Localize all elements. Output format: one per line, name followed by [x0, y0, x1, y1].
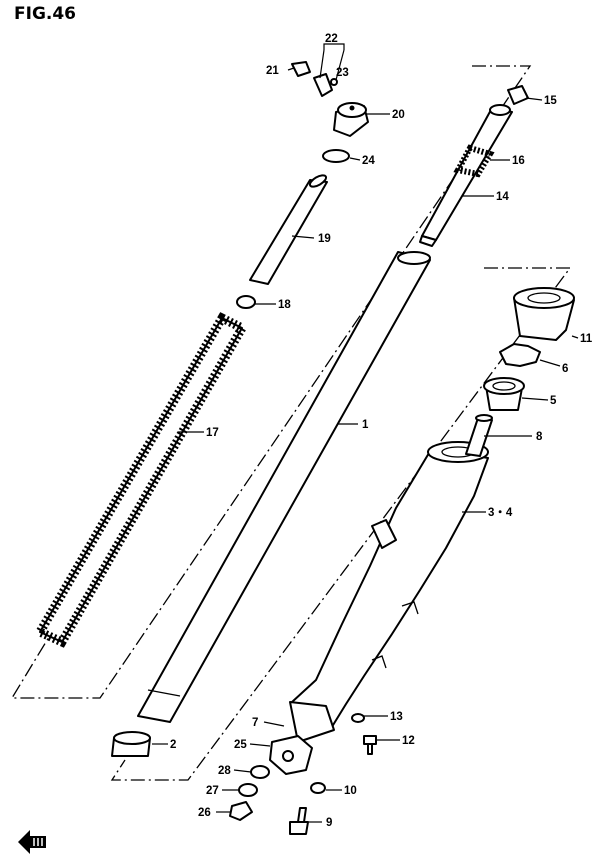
callout-16: 16: [512, 155, 525, 167]
fork-spring: [33, 312, 249, 648]
leader-lines: [152, 43, 579, 823]
callout-22: 22: [325, 33, 338, 45]
bolt-9: [289, 807, 309, 835]
washer-28: [250, 765, 270, 779]
spring-seat: [236, 295, 256, 309]
dust-seal: [513, 287, 575, 341]
callout-28: 28: [218, 765, 231, 777]
figure-title: FIG.46: [14, 4, 77, 24]
outer-tube-frame: [110, 267, 572, 781]
callout-5: 5: [550, 395, 557, 407]
cap-bolt: [333, 102, 369, 137]
damper-rod: [419, 104, 513, 247]
nut-26: [229, 801, 253, 821]
stopper-ring: [499, 343, 541, 367]
callout-12: 12: [402, 735, 415, 747]
callout-20: 20: [392, 109, 405, 121]
callout-1: 1: [362, 419, 369, 431]
guide-bushing: [111, 731, 151, 757]
callout-14: 14: [496, 191, 509, 203]
front-arrow-icon: [18, 830, 46, 854]
callout-17: 17: [206, 427, 219, 439]
callout-26: 26: [198, 807, 211, 819]
washer-10: [310, 782, 326, 794]
oil-seal: [483, 377, 525, 411]
air-valve: [313, 73, 333, 97]
valve-cap: [291, 61, 311, 77]
callout-24: 24: [362, 155, 375, 167]
callout-7: 7: [252, 717, 258, 729]
callout-21: 21: [266, 65, 279, 77]
callout-3-4: 3・4: [488, 507, 513, 519]
axle-holder-hole: [282, 750, 294, 762]
bolt-12: [363, 735, 377, 755]
callout-19: 19: [318, 233, 331, 245]
callout-10: 10: [344, 785, 357, 797]
valve-o-ring: [330, 78, 338, 86]
outer-tube: [289, 441, 489, 743]
callout-25: 25: [234, 739, 247, 751]
callout-labels: 22 21 23 20 15 24 16 14 19 18 11 6 5 1 1…: [170, 33, 593, 829]
inner-tube: [137, 251, 431, 723]
rebound-spring: [453, 144, 495, 178]
callout-23: 23: [336, 67, 349, 79]
washer-13: [351, 713, 365, 723]
inner-tube-frame: [10, 65, 532, 699]
callout-11: 11: [580, 333, 593, 345]
callout-13: 13: [390, 711, 403, 723]
spacer-tube: [249, 174, 328, 285]
rod-seat: [465, 414, 493, 457]
callout-15: 15: [544, 95, 557, 107]
callout-2: 2: [170, 739, 176, 751]
top-nut: [507, 85, 529, 105]
callout-27: 27: [206, 785, 219, 797]
callout-18: 18: [278, 299, 291, 311]
callout-8: 8: [536, 431, 543, 443]
callout-6: 6: [562, 363, 568, 375]
o-ring: [322, 149, 350, 163]
washer-27: [238, 783, 258, 797]
callout-9: 9: [326, 817, 332, 829]
